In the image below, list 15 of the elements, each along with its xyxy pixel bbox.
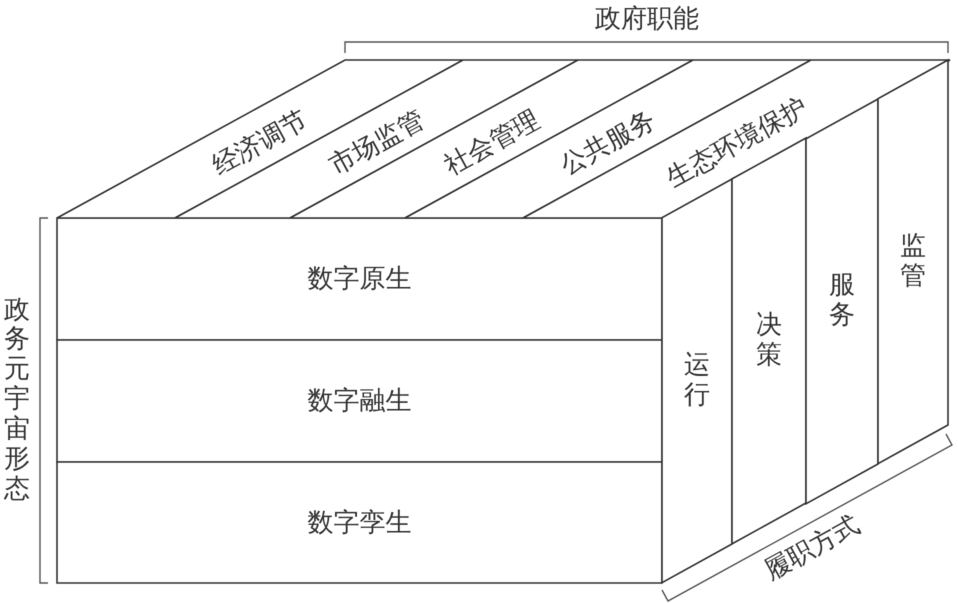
panel-label: 服务 — [828, 271, 856, 331]
strip-label: 社会管理 — [440, 106, 544, 180]
band-label: 数字原生 — [308, 266, 412, 292]
panel-label: 决策 — [756, 311, 783, 372]
strip-label: 生态环境保护 — [662, 94, 812, 192]
panel-label: 运行 — [684, 351, 711, 411]
panel-label: 监管 — [900, 232, 927, 292]
title: 政府职能 — [595, 6, 699, 32]
band-label: 数字融生 — [308, 388, 412, 414]
axis-label: 政务元宇宙形态 — [4, 296, 31, 505]
strip-label: 公共服务 — [556, 106, 660, 180]
strip-label: 市场监管 — [324, 106, 428, 180]
band-label: 数字孪生 — [308, 510, 412, 536]
axis-label: 履职方式 — [760, 512, 864, 584]
strip-label: 经济调节 — [208, 106, 312, 180]
